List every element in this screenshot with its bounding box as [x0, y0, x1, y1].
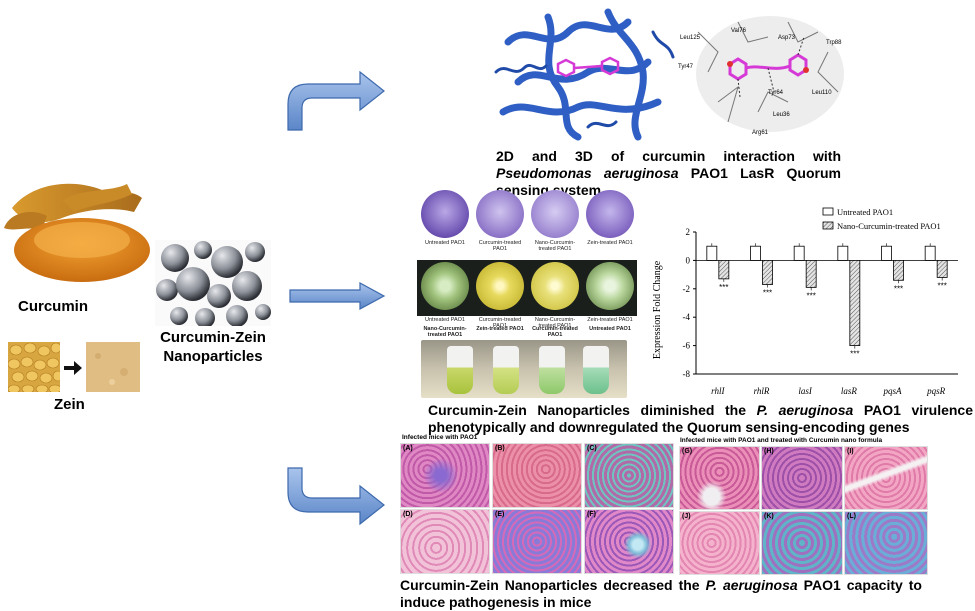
right-arrow-icon [64, 361, 82, 375]
dish-label: Nano-Curcumin-treated PAO1 [534, 317, 576, 329]
histology-panel: (C) [584, 443, 674, 508]
dish-label: Curcumin-treated PAO1 [478, 240, 522, 252]
significance-label: *** [850, 350, 859, 359]
residue-label: Val76 [731, 28, 746, 34]
histology-panel: (J) [679, 511, 760, 575]
bar-untreated [881, 245, 892, 261]
bar-treated [849, 260, 861, 346]
dish-label: Zein-treated PAO1 [587, 240, 633, 246]
y-tick-label: -6 [683, 341, 691, 351]
bar-treated [893, 260, 904, 281]
y-tick-label: -2 [683, 284, 691, 294]
structure-caption: 2D and 3D of curcumin interaction with P… [496, 148, 841, 198]
x-tick-label: pqsR [926, 386, 946, 396]
y-axis-label: Expression Fold Change [652, 260, 663, 359]
bar-treated [805, 260, 817, 288]
significance-label: *** [937, 281, 946, 290]
bar-untreated [706, 245, 718, 261]
y-tick-label: -4 [683, 312, 691, 322]
nano-label-line2: Nanoparticles [163, 348, 263, 365]
x-tick-label: rhlI [711, 386, 725, 396]
dish-label: Untreated PAO1 [425, 317, 465, 323]
histology-panel: (E) [492, 509, 582, 574]
x-tick-label: lasR [841, 386, 858, 396]
histology-panel: (F) [584, 509, 674, 574]
straight-arrow-icon [289, 282, 386, 310]
petri-dish [476, 190, 524, 238]
dish-label: Zein-treated PAO1 [476, 326, 524, 332]
histology-panel: (G) [679, 446, 760, 510]
dish-label: Zein-treated PAO1 [587, 317, 633, 323]
dish-label: Nano-Curcumin-treated PAO1 [534, 240, 576, 252]
residue-label: Leu36 [773, 112, 790, 118]
residue-label: Trp88 [826, 40, 842, 46]
bar-treated [936, 260, 948, 278]
petri-dish [586, 190, 634, 238]
x-tick-label: lasI [798, 386, 813, 396]
nano-label-line1: Curcumin-Zein [160, 329, 266, 346]
histology-panel: (K) [761, 511, 843, 575]
residue-label: Leu125 [680, 35, 701, 41]
x-tick-label: rhlR [754, 386, 770, 396]
histology-panel: (I) [844, 446, 928, 510]
y-tick-label: 2 [686, 227, 691, 237]
ligand-2d-interaction: Leu125 Val76 Asp73 Trp88 Tyr47 Tyr64 Leu… [678, 2, 848, 144]
pathogenesis-caption: Curcumin-Zein Nanoparticles decreased th… [400, 577, 922, 610]
legend-swatch-treated [822, 221, 834, 230]
significance-label: *** [719, 283, 728, 292]
bent-arrow-down-icon [287, 467, 385, 526]
y-tick-label: 0 [686, 255, 691, 265]
petri-dish [421, 262, 469, 310]
residue-label: Tyr64 [768, 90, 784, 96]
petri-dish [586, 262, 634, 310]
residue-label: Asp73 [778, 35, 796, 41]
bar-untreated [750, 245, 761, 261]
significance-label: *** [806, 291, 815, 300]
residue-label: Leu110 [812, 90, 832, 96]
tubes-photo [421, 340, 627, 398]
dish-label: Untreated PAO1 [589, 326, 631, 332]
dish-label: Curcumin-treated PAO1 [478, 317, 522, 329]
histology-panel: (H) [761, 446, 843, 510]
residue-label: Arg61 [752, 130, 769, 136]
significance-label: *** [894, 284, 903, 293]
petri-dish [476, 262, 524, 310]
bent-arrow-up-icon [287, 70, 385, 131]
corn-kernels-photo [8, 342, 60, 392]
legend-label: Nano-Curcumin-treated PAO1 [837, 221, 941, 231]
x-tick-label: pqsA [883, 386, 903, 396]
petri-dish [531, 190, 579, 238]
dish-label: Nano-Curcumin-treated PAO1 [423, 326, 467, 338]
zein-powder-photo [86, 342, 140, 392]
petri-dish [531, 262, 579, 310]
significance-label: *** [763, 289, 772, 298]
zein-label: Zein [54, 396, 85, 413]
bar-untreated [924, 245, 936, 261]
histology-panel: (B) [492, 443, 582, 508]
histology-title-left: Infected mice with PAO1 [402, 434, 478, 441]
histology-title-right: Infected mice with PAO1 and treated with… [680, 437, 883, 444]
bar-treated [718, 260, 730, 280]
petri-dish [421, 190, 469, 238]
turmeric-photo [4, 183, 150, 282]
dish-label: Untreated PAO1 [425, 240, 465, 246]
virulence-caption: Curcumin-Zein Nanoparticles diminished t… [428, 402, 973, 435]
legend-label: Untreated PAO1 [837, 207, 893, 217]
bar-untreated [837, 245, 849, 261]
petri-dish-panel: Untreated PAO1 Curcumin-treated PAO1 Nan… [417, 188, 637, 400]
protein-3d-structure [494, 8, 675, 141]
legend-swatch-untreated [822, 207, 834, 216]
nanoparticles-label: Curcumin-Zein Nanoparticles [155, 328, 271, 366]
dish-label: Curcumin-treated PAO1 [532, 326, 578, 338]
y-tick-label: -8 [683, 369, 691, 379]
bar-treated [762, 260, 773, 285]
gene-expression-chart: Expression Fold Change 2 0 -2 -4 -6 -8 *** rhlI… [652, 207, 958, 396]
nanoparticles-image [155, 240, 271, 326]
residue-label: Tyr47 [678, 64, 694, 70]
histology-panel: (D) [400, 509, 490, 574]
bar-untreated [793, 245, 805, 261]
curcumin-label: Curcumin [18, 298, 89, 315]
histology-panel: (A) [400, 443, 490, 508]
histology-panel: (L) [844, 511, 928, 575]
